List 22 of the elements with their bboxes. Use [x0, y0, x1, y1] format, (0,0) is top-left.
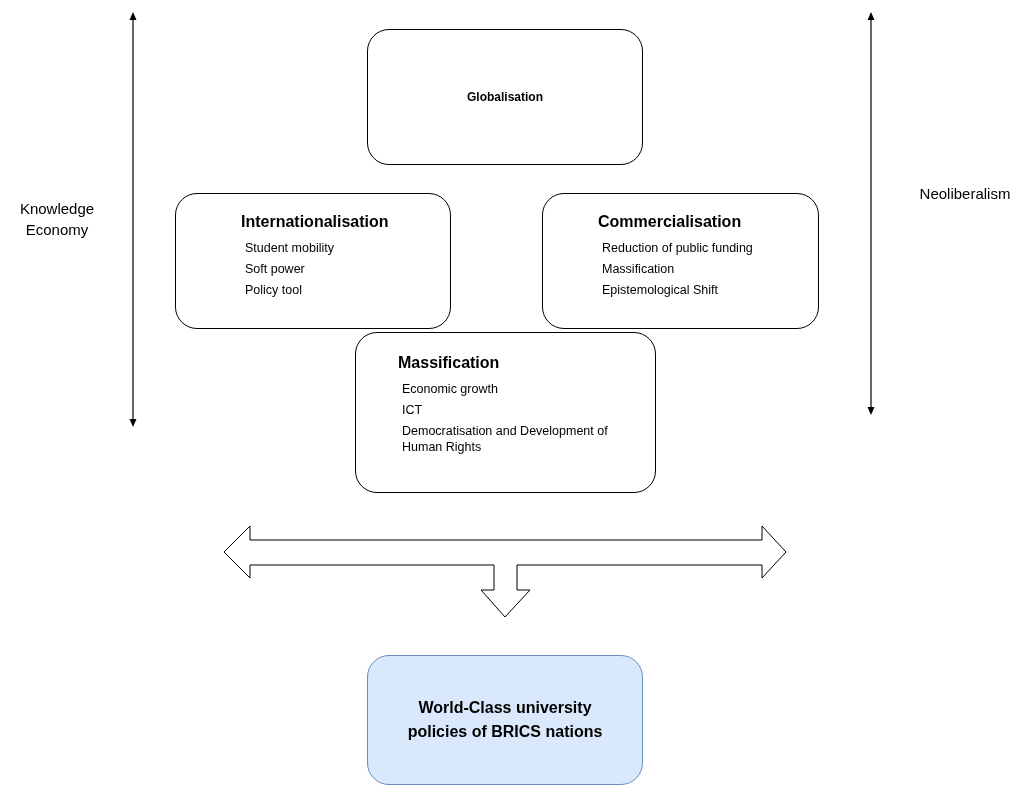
box-heading: Internationalisation — [241, 212, 390, 232]
list-item: Student mobility — [245, 240, 335, 256]
list-item: Reduction of public funding — [602, 240, 754, 256]
rounded-box — [175, 193, 451, 329]
list-item: ICT — [402, 402, 424, 418]
rounded-box — [367, 655, 643, 785]
side-label: Neoliberalism — [918, 184, 1012, 204]
list-item: Massification — [602, 261, 676, 277]
block-arrow — [224, 526, 786, 617]
box-title: Globalisation — [467, 89, 543, 106]
list-item: Soft power — [245, 261, 306, 277]
box-heading: Commercialisation — [598, 212, 743, 232]
box-title: World-Class university policies of BRICS nations — [406, 698, 604, 742]
rounded-box — [542, 193, 819, 329]
list-item: Democratisation and Development of Human Rights — [402, 423, 609, 455]
side-label: Knowledge Economy — [18, 199, 96, 240]
list-item: Policy tool — [245, 282, 303, 298]
list-item: Epistemological Shift — [602, 282, 720, 298]
box-heading: Massification — [398, 353, 501, 373]
rounded-box — [367, 29, 643, 165]
rounded-box — [355, 332, 656, 493]
list-item: Economic growth — [402, 381, 499, 397]
